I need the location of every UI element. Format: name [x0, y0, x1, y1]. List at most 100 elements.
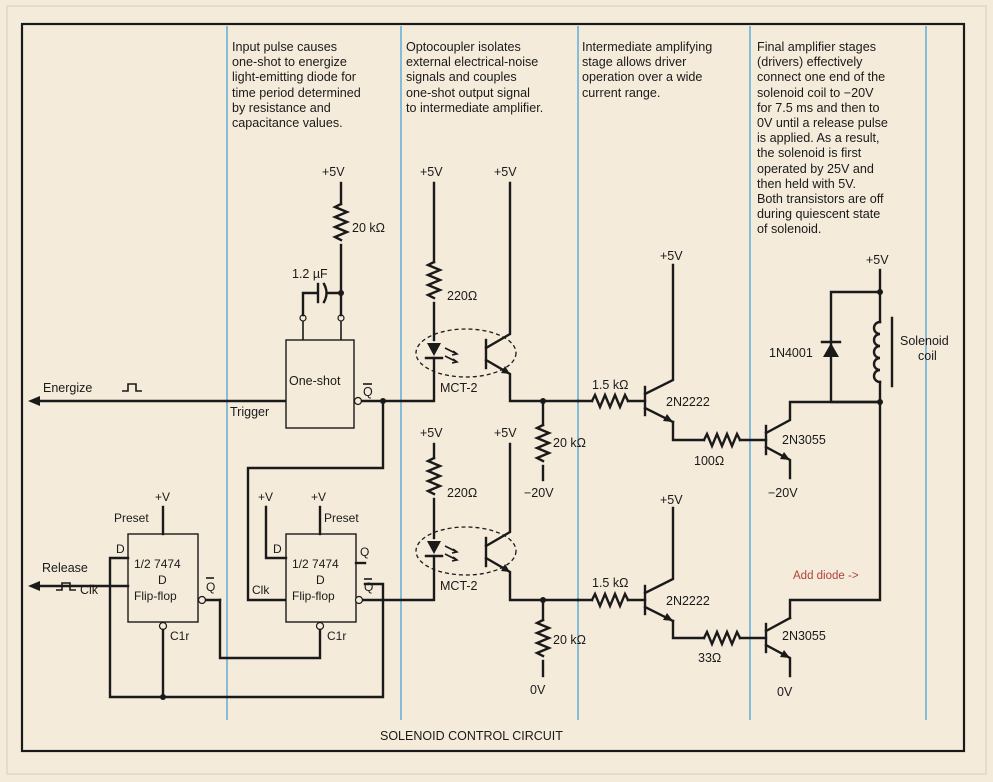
t2n2222-top-collector — [643, 263, 675, 396]
resistor-220-bottom-label: 220Ω — [447, 486, 477, 500]
opto-2-outline — [415, 526, 517, 576]
ff-right-label-2: D — [316, 573, 325, 587]
ff-right-d-label: D — [273, 542, 282, 556]
t2n3055-top-emitter — [764, 445, 792, 480]
diode-1n4001 — [823, 343, 839, 357]
flipflop-left-box — [127, 533, 199, 623]
opto2-supply-led-label: +5V — [420, 426, 443, 440]
diagram-border — [20, 22, 966, 753]
ff-right-clr-wire — [218, 598, 322, 660]
resistor-1k5-bottom — [590, 590, 630, 610]
resistor-220-bottom — [424, 456, 444, 496]
solenoid-bottom-junction — [877, 399, 883, 405]
diagram-caption: SOLENOID CONTROL CIRCUIT — [380, 729, 563, 743]
timing-resistor-label: 20 kΩ — [352, 221, 385, 235]
wire-d-feedback — [108, 556, 385, 699]
resistor-100 — [702, 430, 742, 450]
t2n3055-bottom-label: 2N3055 — [782, 629, 826, 643]
resistor-20k-bottom — [533, 618, 553, 658]
resistor-1k5-top-label: 1.5 kΩ — [592, 378, 628, 392]
t2n3055-top-label: 2N3055 — [782, 433, 826, 447]
opto1-supply-tr-label: +5V — [494, 165, 517, 179]
solenoid-label-1: Solenoid — [900, 334, 949, 348]
resistor-220-top-label: 220Ω — [447, 289, 477, 303]
t2n2222-bottom-supply-label: +5V — [660, 493, 683, 507]
add-diode-annotation: Add diode -> — [793, 570, 859, 582]
light-arrow-2a — [444, 545, 459, 554]
ff-left-label-3: Flip-flop — [134, 589, 177, 603]
wire-qbar-to-clk — [246, 399, 385, 602]
light-arrow-1b — [444, 355, 459, 364]
ff-right-d-wire — [264, 505, 288, 560]
solenoid-supply-label: +5V — [866, 253, 889, 267]
ff-left-preset-label: Preset — [114, 511, 149, 525]
page-frame — [6, 5, 987, 775]
ff-left-label-1: 1/2 7474 — [134, 557, 181, 571]
opto1-supply-led-label: +5V — [420, 165, 443, 179]
resistor-33 — [702, 628, 742, 648]
resistor-20k-timing — [331, 202, 351, 242]
t2n3055-bottom-collector — [764, 616, 792, 633]
clk-right-label: Clk — [252, 583, 270, 597]
resistor-100-label: 100Ω — [694, 454, 724, 468]
trigger-label: Trigger — [230, 405, 269, 419]
ff-left-clr-label: C1r — [170, 629, 189, 643]
resistor-20k-bottom-label: 20 kΩ — [553, 633, 586, 647]
oneshot-label: One-shot — [289, 374, 341, 388]
ff-right-clr-label: C1r — [327, 629, 346, 643]
resistor-20k-top-label: 20 kΩ — [553, 436, 586, 450]
zerov-opto-label: 0V — [530, 683, 546, 697]
t2n2222-bottom-collector — [643, 506, 675, 595]
oneshot-qbar-bubble — [353, 396, 363, 406]
opto-2-label: MCT-2 — [440, 579, 478, 593]
ff-right-qbar-label: Q — [364, 580, 373, 594]
diode-label: 1N4001 — [769, 346, 813, 360]
phototransistor-2-collector — [484, 442, 512, 548]
opto2-supply-tr-label: +5V — [494, 426, 517, 440]
phototransistor-1-collector — [484, 181, 512, 350]
t2n3055-bottom-emitter — [764, 643, 792, 678]
neg20v-top-label: −20V — [524, 486, 554, 500]
opto-1-outline — [415, 328, 517, 378]
cap-lead-right — [325, 291, 343, 317]
solenoid-coil — [872, 320, 882, 384]
led-1 — [427, 343, 441, 356]
light-arrow-2b — [444, 553, 459, 562]
note-oneshot: Input pulse causes one-shot to energize … — [232, 40, 361, 131]
energize-arrow — [28, 396, 40, 406]
release-arrow — [28, 581, 40, 591]
resistor-33-label: 33Ω — [698, 651, 721, 665]
resistor-220-top — [424, 260, 444, 300]
ff-left-qbar-label: Q — [206, 580, 215, 594]
led-2 — [427, 541, 441, 554]
ff-right-preset-label: Preset — [324, 511, 359, 525]
t2n2222-top-label: 2N2222 — [666, 395, 710, 409]
neg20v-driver-label: −20V — [768, 486, 798, 500]
ff-right-d-plusv: +V — [258, 490, 273, 504]
solenoid-label-2: coil — [918, 349, 937, 363]
wire-solenoid-bottom — [788, 380, 882, 620]
energize-label: Energize — [43, 381, 92, 395]
zerov-driver-label: 0V — [777, 685, 793, 699]
ff-right-q-label: Q — [360, 545, 369, 559]
t2n2222-bottom-label: 2N2222 — [666, 594, 710, 608]
phototransistor-2-emitter — [484, 556, 580, 602]
ff-right-clr-bubble — [315, 621, 325, 631]
note-intermediate-stage: Intermediate amplifying stage allows dri… — [582, 40, 713, 100]
note-final-stage: Final amplifier stages (drivers) effecti… — [757, 40, 888, 237]
opto-1-label: MCT-2 — [440, 381, 478, 395]
note-optocoupler: Optocoupler isolates external electrical… — [406, 40, 544, 115]
pulse-symbol-release — [56, 582, 76, 591]
phototransistor-1-emitter — [484, 358, 580, 403]
cap-lead-left — [301, 291, 318, 317]
ff-left-label-2: D — [158, 573, 167, 587]
ff-left-qbar-bubble — [197, 595, 207, 605]
ff-left-clr-bubble — [158, 621, 168, 631]
ff-right-preset-plusv: +V — [311, 490, 326, 504]
resistor-1k5-bottom-label: 1.5 kΩ — [592, 576, 628, 590]
light-arrow-1a — [444, 347, 459, 356]
release-label: Release — [42, 561, 88, 575]
oneshot-supply-label: +5V — [322, 165, 345, 179]
